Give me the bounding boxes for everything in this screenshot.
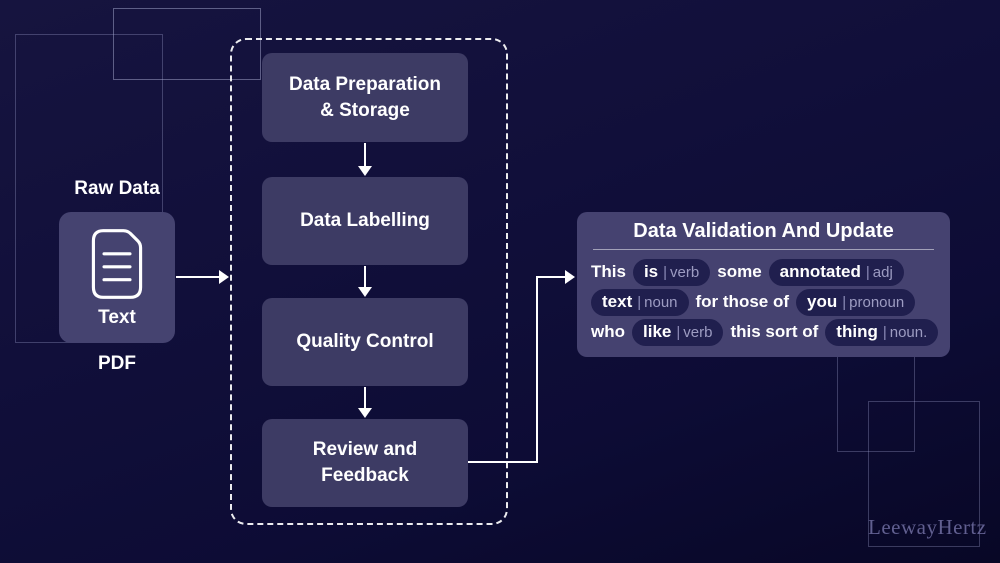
pos-tag-label: noun. xyxy=(889,323,928,341)
pill-divider: | xyxy=(842,293,847,311)
tagged-word-pill: like|verb xyxy=(632,318,724,346)
pos-tag-label: verb xyxy=(683,323,713,341)
pos-tag-label: adj xyxy=(872,263,893,281)
pill-word: is xyxy=(643,261,659,281)
arrow-rawdata-to-pipeline-line xyxy=(176,276,220,278)
raw-data-label: Raw Data xyxy=(74,178,160,199)
pos-tag-label: noun xyxy=(644,293,678,311)
plain-word: This xyxy=(591,262,626,281)
pill-divider: | xyxy=(882,323,887,341)
doc-type-label: Text xyxy=(98,306,136,328)
pill-word: thing xyxy=(836,321,878,341)
arrow-step2-step3-head xyxy=(358,287,372,297)
pill-divider: | xyxy=(865,263,870,281)
pill-word: annotated xyxy=(779,261,861,281)
pill-divider: | xyxy=(663,263,668,281)
pipeline-container xyxy=(230,38,508,525)
pill-divider: | xyxy=(676,323,681,341)
arrow-step2-step3-line xyxy=(364,266,366,288)
pill-word: text xyxy=(602,291,633,311)
connector-bottom-segment xyxy=(468,461,538,463)
plain-word: this sort of xyxy=(730,322,819,341)
arrow-step3-step4-head xyxy=(358,408,372,418)
brand-watermark: LeewayHertz xyxy=(868,515,987,539)
tagged-word-pill: thing|noun. xyxy=(825,318,939,346)
step-data-preparation-storage: Data Preparation & Storage xyxy=(262,53,468,142)
arrow-rawdata-to-pipeline-head xyxy=(219,270,229,284)
plain-word: who xyxy=(591,322,625,341)
decorative-rect-top xyxy=(113,8,261,80)
tagged-word-pill: is|verb xyxy=(632,258,711,286)
plain-word: for those of xyxy=(695,292,790,311)
pill-word: you xyxy=(807,291,838,311)
decorative-rect-right-large xyxy=(868,401,980,547)
connector-vertical-segment xyxy=(536,276,538,463)
arrow-step1-step2-line xyxy=(364,143,366,167)
panel-divider xyxy=(593,249,934,250)
step-data-labelling: Data Labelling xyxy=(262,177,468,265)
raw-data-card: Text xyxy=(59,212,175,343)
validation-panel-title: Data Validation And Update xyxy=(633,220,894,242)
connector-top-segment xyxy=(538,276,566,278)
step-review-feedback: Review and Feedback xyxy=(262,419,468,507)
pdf-format-label: PDF xyxy=(98,353,136,374)
plain-word: some xyxy=(717,262,762,281)
connector-arrow-head xyxy=(565,270,575,284)
document-icon xyxy=(88,227,146,301)
tagged-word-pill: you|pronoun xyxy=(796,288,916,316)
pill-word: like xyxy=(643,321,672,341)
pill-divider: | xyxy=(637,293,642,311)
arrow-step3-step4-line xyxy=(364,387,366,409)
pos-tag-label: verb xyxy=(670,263,700,281)
tagged-word-pill: annotated|adj xyxy=(768,258,904,286)
arrow-step1-step2-head xyxy=(358,166,372,176)
step-quality-control: Quality Control xyxy=(262,298,468,386)
tagged-word-pill: text|noun xyxy=(591,288,689,316)
pos-tag-label: pronoun xyxy=(849,293,905,311)
